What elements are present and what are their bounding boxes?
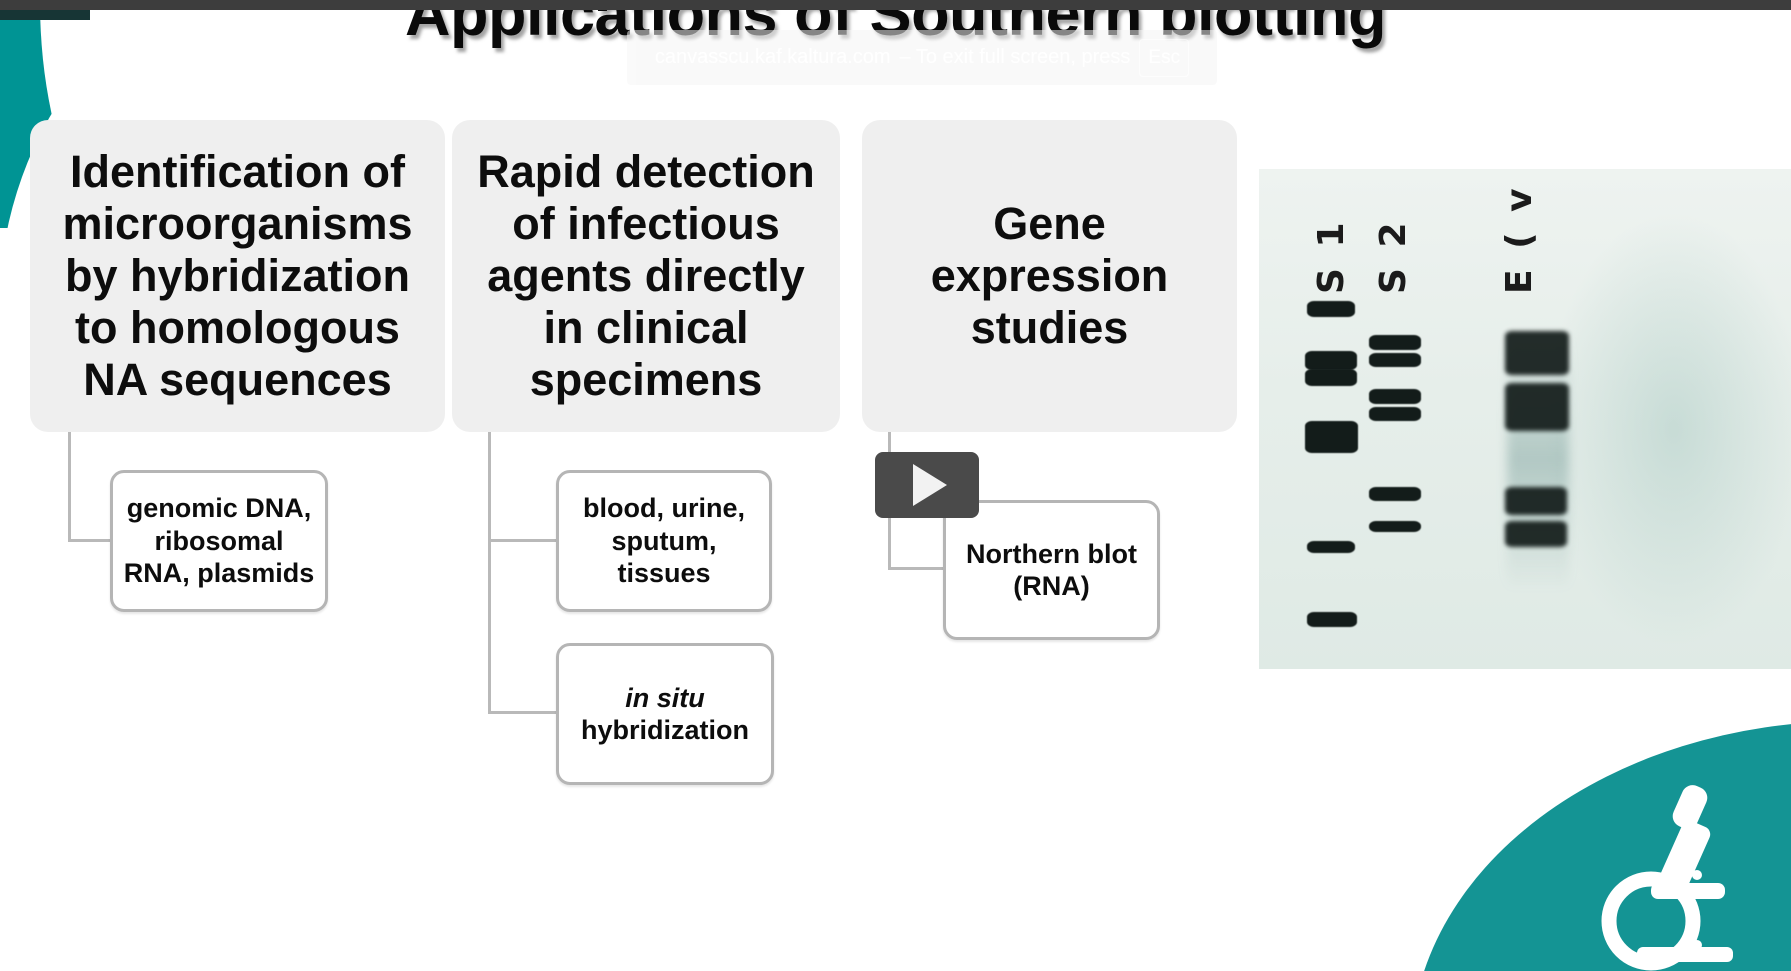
esc-key-badge: Esc — [1139, 38, 1190, 77]
gel-band — [1369, 353, 1421, 367]
gel-band — [1307, 301, 1355, 317]
fullscreen-notice-message: – To exit full screen, press — [899, 46, 1131, 68]
gel-lane-label-s2: S 2 — [1373, 218, 1414, 294]
gel-band — [1307, 612, 1357, 627]
gel-band — [1369, 335, 1421, 350]
gel-lane-label-s1: S 1 — [1311, 218, 1352, 294]
connector-in-situ — [488, 432, 558, 714]
gel-band — [1369, 407, 1421, 421]
southern-blot-gel-image: S 1 S 2 E ( v s ) — [1259, 169, 1791, 669]
subbox-in-situ-hybridization: in situ hybridization — [556, 643, 774, 785]
microscope-logo-icon — [1581, 771, 1751, 971]
connector-identification — [68, 432, 112, 542]
gel-band — [1369, 487, 1421, 501]
gel-band — [1505, 383, 1569, 431]
subbox-northern-blot: Northern blot (RNA) — [943, 500, 1160, 640]
letterbox-top — [0, 0, 1791, 10]
fullscreen-notice-domain: canvasscu.kaf.kaltura.com — [654, 46, 891, 68]
subbox-specimens: blood, urine, sputum, tissues — [556, 470, 772, 612]
gel-band — [1305, 369, 1357, 386]
gel-band — [1369, 521, 1421, 532]
gel-band — [1305, 421, 1358, 453]
subbox-genomic-dna: genomic DNA, ribosomal RNA, plasmids — [110, 470, 328, 612]
card-rapid-detection: Rapid detection of infectious agents dir… — [452, 120, 840, 432]
gel-band — [1505, 487, 1567, 515]
gel-lane-label-evs: E ( v s ) — [1499, 169, 1540, 294]
in-situ-rest-text: hybridization — [581, 715, 749, 745]
in-situ-italic-text: in situ — [625, 682, 705, 713]
presentation-slide: Applications of Southern blotting Identi… — [0, 8, 1791, 971]
dark-corner-accent — [0, 8, 90, 20]
gel-band — [1369, 389, 1421, 404]
fullscreen-exit-notification: canvasscu.kaf.kaltura.com – To exit full… — [627, 30, 1217, 85]
gel-band — [1505, 331, 1569, 375]
gel-band — [1505, 521, 1567, 547]
play-button[interactable] — [875, 452, 979, 518]
gel-band — [1307, 541, 1355, 553]
card-identification: Identification of microorganisms by hybr… — [30, 120, 445, 432]
gel-band — [1305, 351, 1357, 370]
card-gene-expression: Gene expression studies — [862, 120, 1237, 432]
play-triangle-icon — [913, 464, 947, 506]
